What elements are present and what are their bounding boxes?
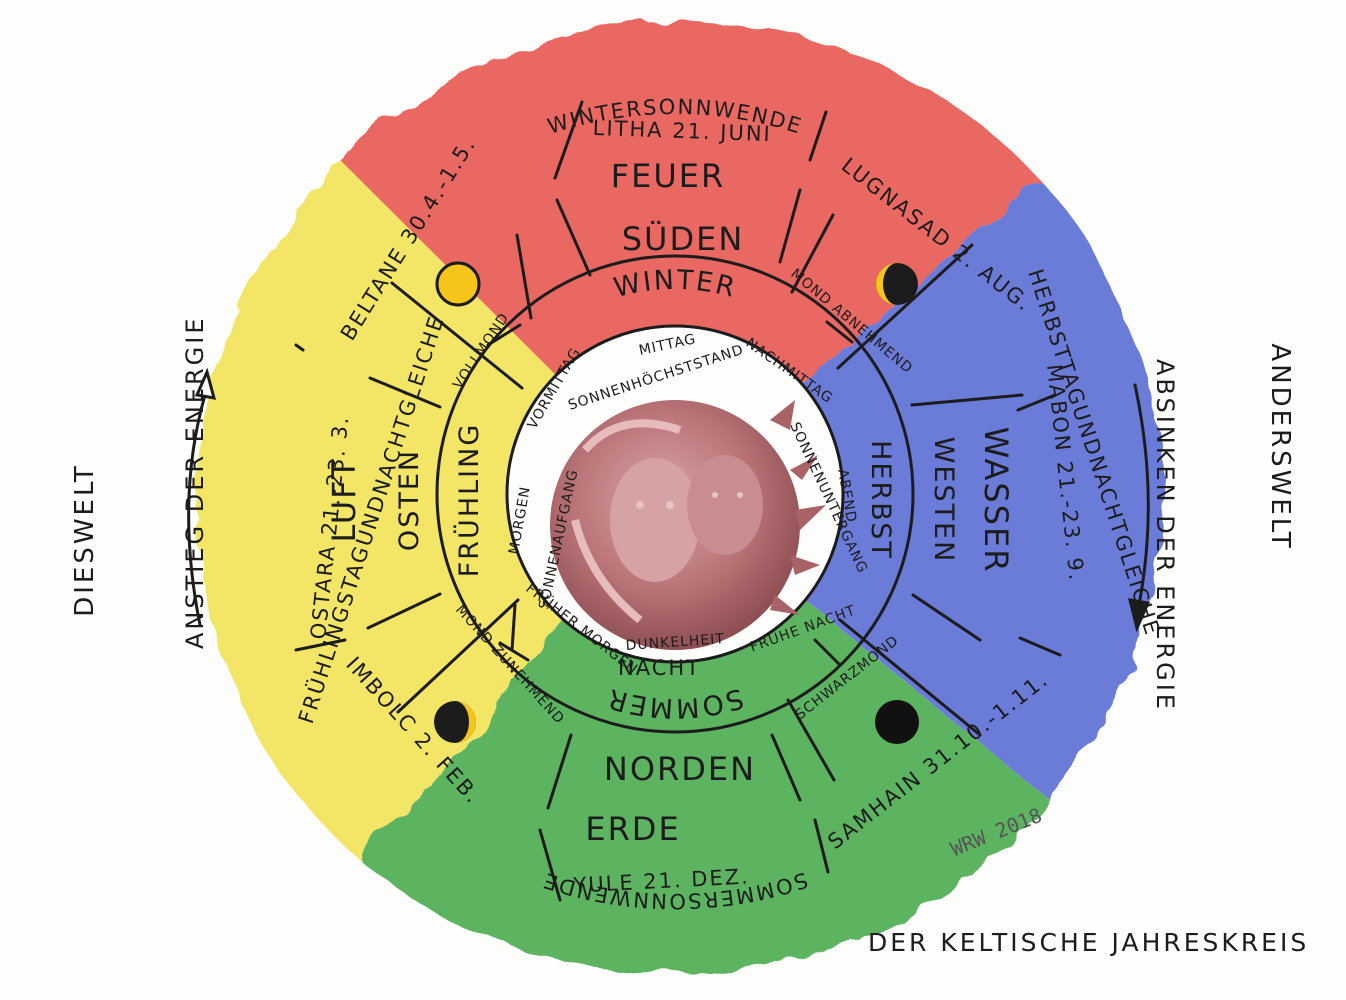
element-north: ERDE — [585, 810, 680, 848]
waning-moon-icon — [876, 263, 918, 305]
label-rising-energy: ANSTIEG DER ENERGIE — [181, 315, 209, 649]
diagram-title: DER KELTISCHE JAHRESKREIS — [868, 928, 1310, 957]
direction-north: NORDEN — [604, 750, 756, 788]
dark-moon-icon — [875, 700, 919, 744]
season-spring: FRÜHLING — [453, 423, 485, 577]
label-anderswelt: ANDERSWELT — [1265, 343, 1295, 551]
element-south: FEUER — [611, 157, 726, 195]
element-west: WASSER — [977, 427, 1015, 574]
label-sinking-energy: ABSINKEN DER ENERGIE — [1151, 359, 1179, 712]
direction-east: OSTEN — [394, 449, 425, 551]
sun-moon-face-relief — [550, 400, 826, 650]
sinking-energy-arrow — [1133, 383, 1150, 612]
full-moon-icon — [435, 261, 481, 307]
time-dunkelheit: DUNKELHEIT — [625, 631, 725, 654]
waxing-moon-icon — [434, 701, 476, 743]
label-dieswelt: DIESWELT — [70, 463, 100, 617]
season-autumn: HERBST — [865, 440, 896, 560]
rising-energy-arrow — [187, 393, 207, 627]
direction-south: SÜDEN — [622, 220, 745, 258]
time-nacht: NACHT — [618, 656, 701, 680]
element-east: LUFT — [325, 457, 363, 542]
direction-west: WESTEN — [928, 437, 959, 564]
